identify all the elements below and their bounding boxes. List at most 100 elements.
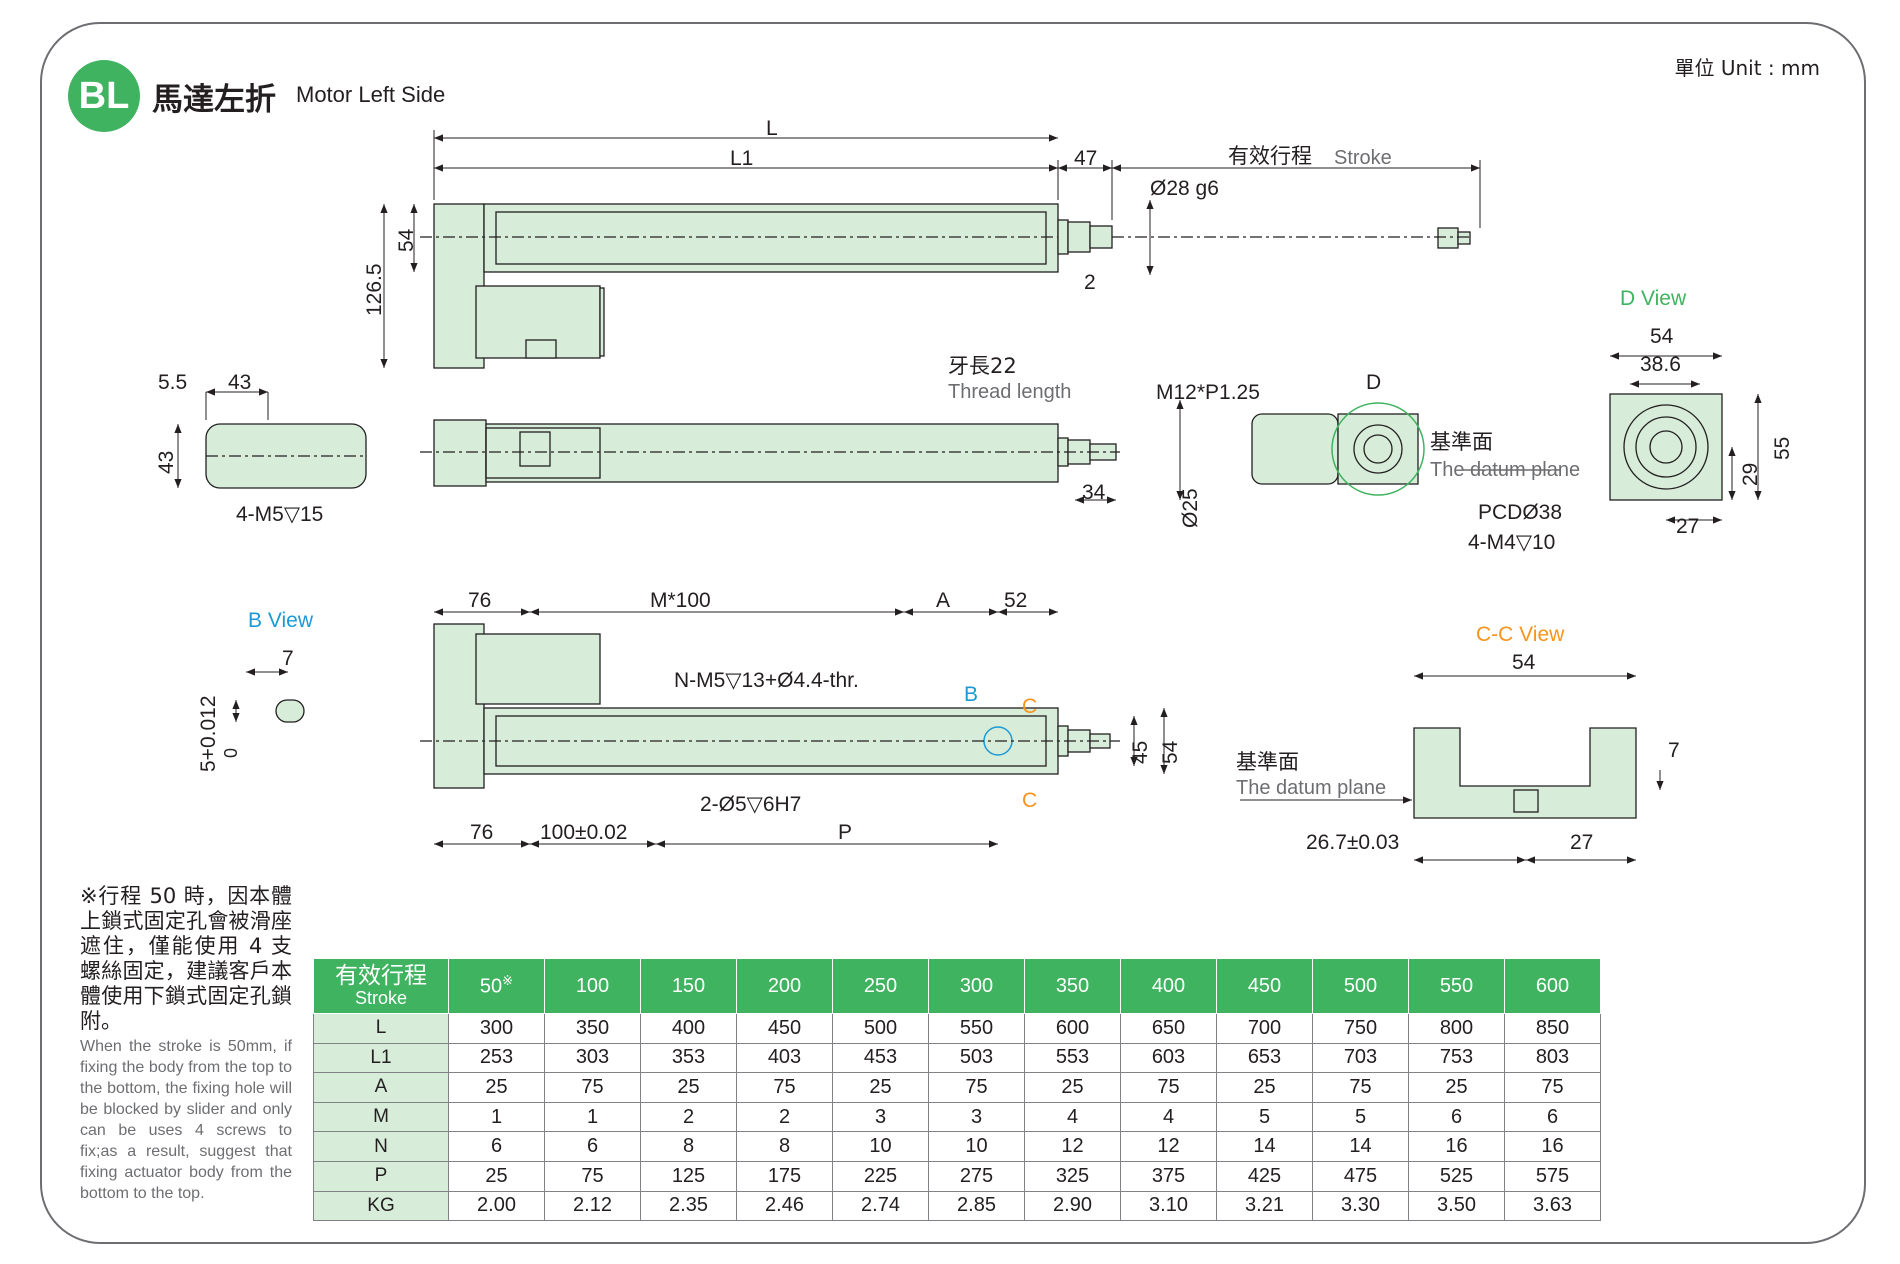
- table-cell: 3.50: [1408, 1190, 1505, 1222]
- table-cell: 4: [1024, 1101, 1121, 1133]
- section-title-en: Motor Left Side: [296, 82, 446, 107]
- table-cell: 525: [1408, 1160, 1505, 1192]
- end-view-left: [205, 423, 367, 489]
- table-header-row: 有效行程 Stroke 50※ 100 150 200 250 300 350 …: [313, 958, 1601, 1014]
- table-cell: 75: [736, 1072, 833, 1103]
- table-cell: 75: [1504, 1072, 1601, 1103]
- table-cell: 2.74: [832, 1190, 929, 1222]
- stroke-label-cn: 有效行程: [1228, 144, 1312, 168]
- dim-45: 45: [1129, 740, 1152, 764]
- stroke-header: 250: [832, 958, 929, 1014]
- table-cell: 5: [1312, 1101, 1409, 1133]
- table-cell: 3.21: [1216, 1190, 1313, 1222]
- table-cell: 2.85: [928, 1190, 1025, 1222]
- table-cell: 353: [640, 1042, 737, 1074]
- pin-callout: 2-Ø5▽6H7: [700, 793, 802, 816]
- table-cell: 5: [1216, 1101, 1313, 1133]
- table-cell: 125: [640, 1160, 737, 1192]
- stroke-header: 50※: [448, 958, 545, 1014]
- dim-76-bottom: 76: [470, 821, 494, 844]
- stroke-header: 600: [1504, 958, 1601, 1014]
- table-cell: 75: [544, 1072, 641, 1103]
- table-cell: 550: [928, 1013, 1025, 1044]
- dim-100: 100±0.02: [540, 821, 628, 844]
- row-label: N: [313, 1131, 449, 1162]
- dim-shaft-diameter: Ø28 g6: [1150, 177, 1219, 200]
- datum-plane-en: The datum plane: [1430, 459, 1581, 481]
- table-cell: 25: [448, 1160, 545, 1192]
- table-cell: 500: [832, 1013, 929, 1044]
- dview-dim-55: 55: [1771, 436, 1794, 460]
- bview-tolerance: 5+0.012: [197, 695, 220, 773]
- table-cell: 425: [1216, 1160, 1313, 1192]
- table-cell: 850: [1504, 1013, 1601, 1044]
- table-cell: 600: [1024, 1013, 1121, 1044]
- dim-54-bottom: 54: [1159, 740, 1182, 764]
- row-label: P: [313, 1160, 449, 1192]
- dim-52: 52: [1004, 589, 1028, 612]
- table-cell: 553: [1024, 1042, 1121, 1074]
- bottom-view: [420, 623, 1120, 789]
- table-cell: 3.10: [1120, 1190, 1217, 1222]
- table-cell: 2.00: [448, 1190, 545, 1222]
- row-label: KG: [313, 1190, 449, 1222]
- top-view: [420, 203, 1471, 369]
- cc-datum-plane-cn: 基準面: [1236, 750, 1299, 774]
- table-cell: 575: [1504, 1160, 1601, 1192]
- dim-54-top: 54: [395, 228, 418, 252]
- row-label: M: [313, 1101, 449, 1133]
- table-cell: 3: [928, 1101, 1025, 1133]
- stroke-header: 450: [1216, 958, 1313, 1014]
- table-cell: 14: [1216, 1131, 1313, 1162]
- dim-L: L: [766, 117, 778, 140]
- m4-callout: 4-M4▽10: [1468, 531, 1556, 554]
- hole-callout-m5: 4-M5▽15: [236, 503, 324, 526]
- table-cell: 25: [1024, 1072, 1121, 1103]
- b-view: [275, 699, 305, 723]
- table-cell: 6: [544, 1131, 641, 1162]
- table-cell: 650: [1120, 1013, 1217, 1044]
- dim-126-5: 126.5: [363, 263, 386, 316]
- table-cell: 2.46: [736, 1190, 833, 1222]
- stroke-header: 100: [544, 958, 641, 1014]
- table-cell: 6: [448, 1131, 545, 1162]
- unit-label: 單位 Unit : mm: [1674, 56, 1821, 80]
- table-cell: 350: [544, 1013, 641, 1044]
- table-cell: 4: [1120, 1101, 1217, 1133]
- stroke-header: 550: [1408, 958, 1505, 1014]
- table-cell: 703: [1312, 1042, 1409, 1074]
- table-cell: 700: [1216, 1013, 1313, 1044]
- table-cell: 75: [544, 1160, 641, 1192]
- b-view-title: B View: [248, 609, 313, 632]
- stroke-header: 500: [1312, 958, 1409, 1014]
- table-cell: 14: [1312, 1131, 1409, 1162]
- section-marker-C-top: C: [1022, 695, 1038, 718]
- ccview-dim-27: 27: [1570, 831, 1594, 854]
- datum-plane-cn: 基準面: [1430, 430, 1493, 454]
- dim-5-5: 5.5: [158, 371, 188, 394]
- dim-2: 2: [1084, 271, 1096, 294]
- table-cell: 750: [1312, 1013, 1409, 1044]
- section-title-cn: 馬達左折: [152, 82, 276, 118]
- table-cell: 403: [736, 1042, 833, 1074]
- ccview-dim-26-7: 26.7±0.03: [1306, 831, 1400, 854]
- table-cell: 275: [928, 1160, 1025, 1192]
- dim-43-width: 43: [228, 371, 252, 394]
- table-cell: 375: [1120, 1160, 1217, 1192]
- table-cell: 300: [448, 1013, 545, 1044]
- cc-datum-plane-en: The datum plane: [1236, 777, 1387, 799]
- marker-B: B: [964, 683, 979, 706]
- page-frame: [40, 22, 1866, 1244]
- dim-m100: M*100: [650, 589, 711, 612]
- table-cell: 12: [1120, 1131, 1217, 1162]
- stroke-header: 300: [928, 958, 1025, 1014]
- table-cell: 10: [832, 1131, 929, 1162]
- note-cn: ※行程 50 時，因本體上鎖式固定孔會被滑座遮住，僅能使用 4 支螺絲固定，建議…: [80, 884, 292, 1033]
- stroke-header: 150: [640, 958, 737, 1014]
- dview-dim-29: 29: [1739, 462, 1762, 486]
